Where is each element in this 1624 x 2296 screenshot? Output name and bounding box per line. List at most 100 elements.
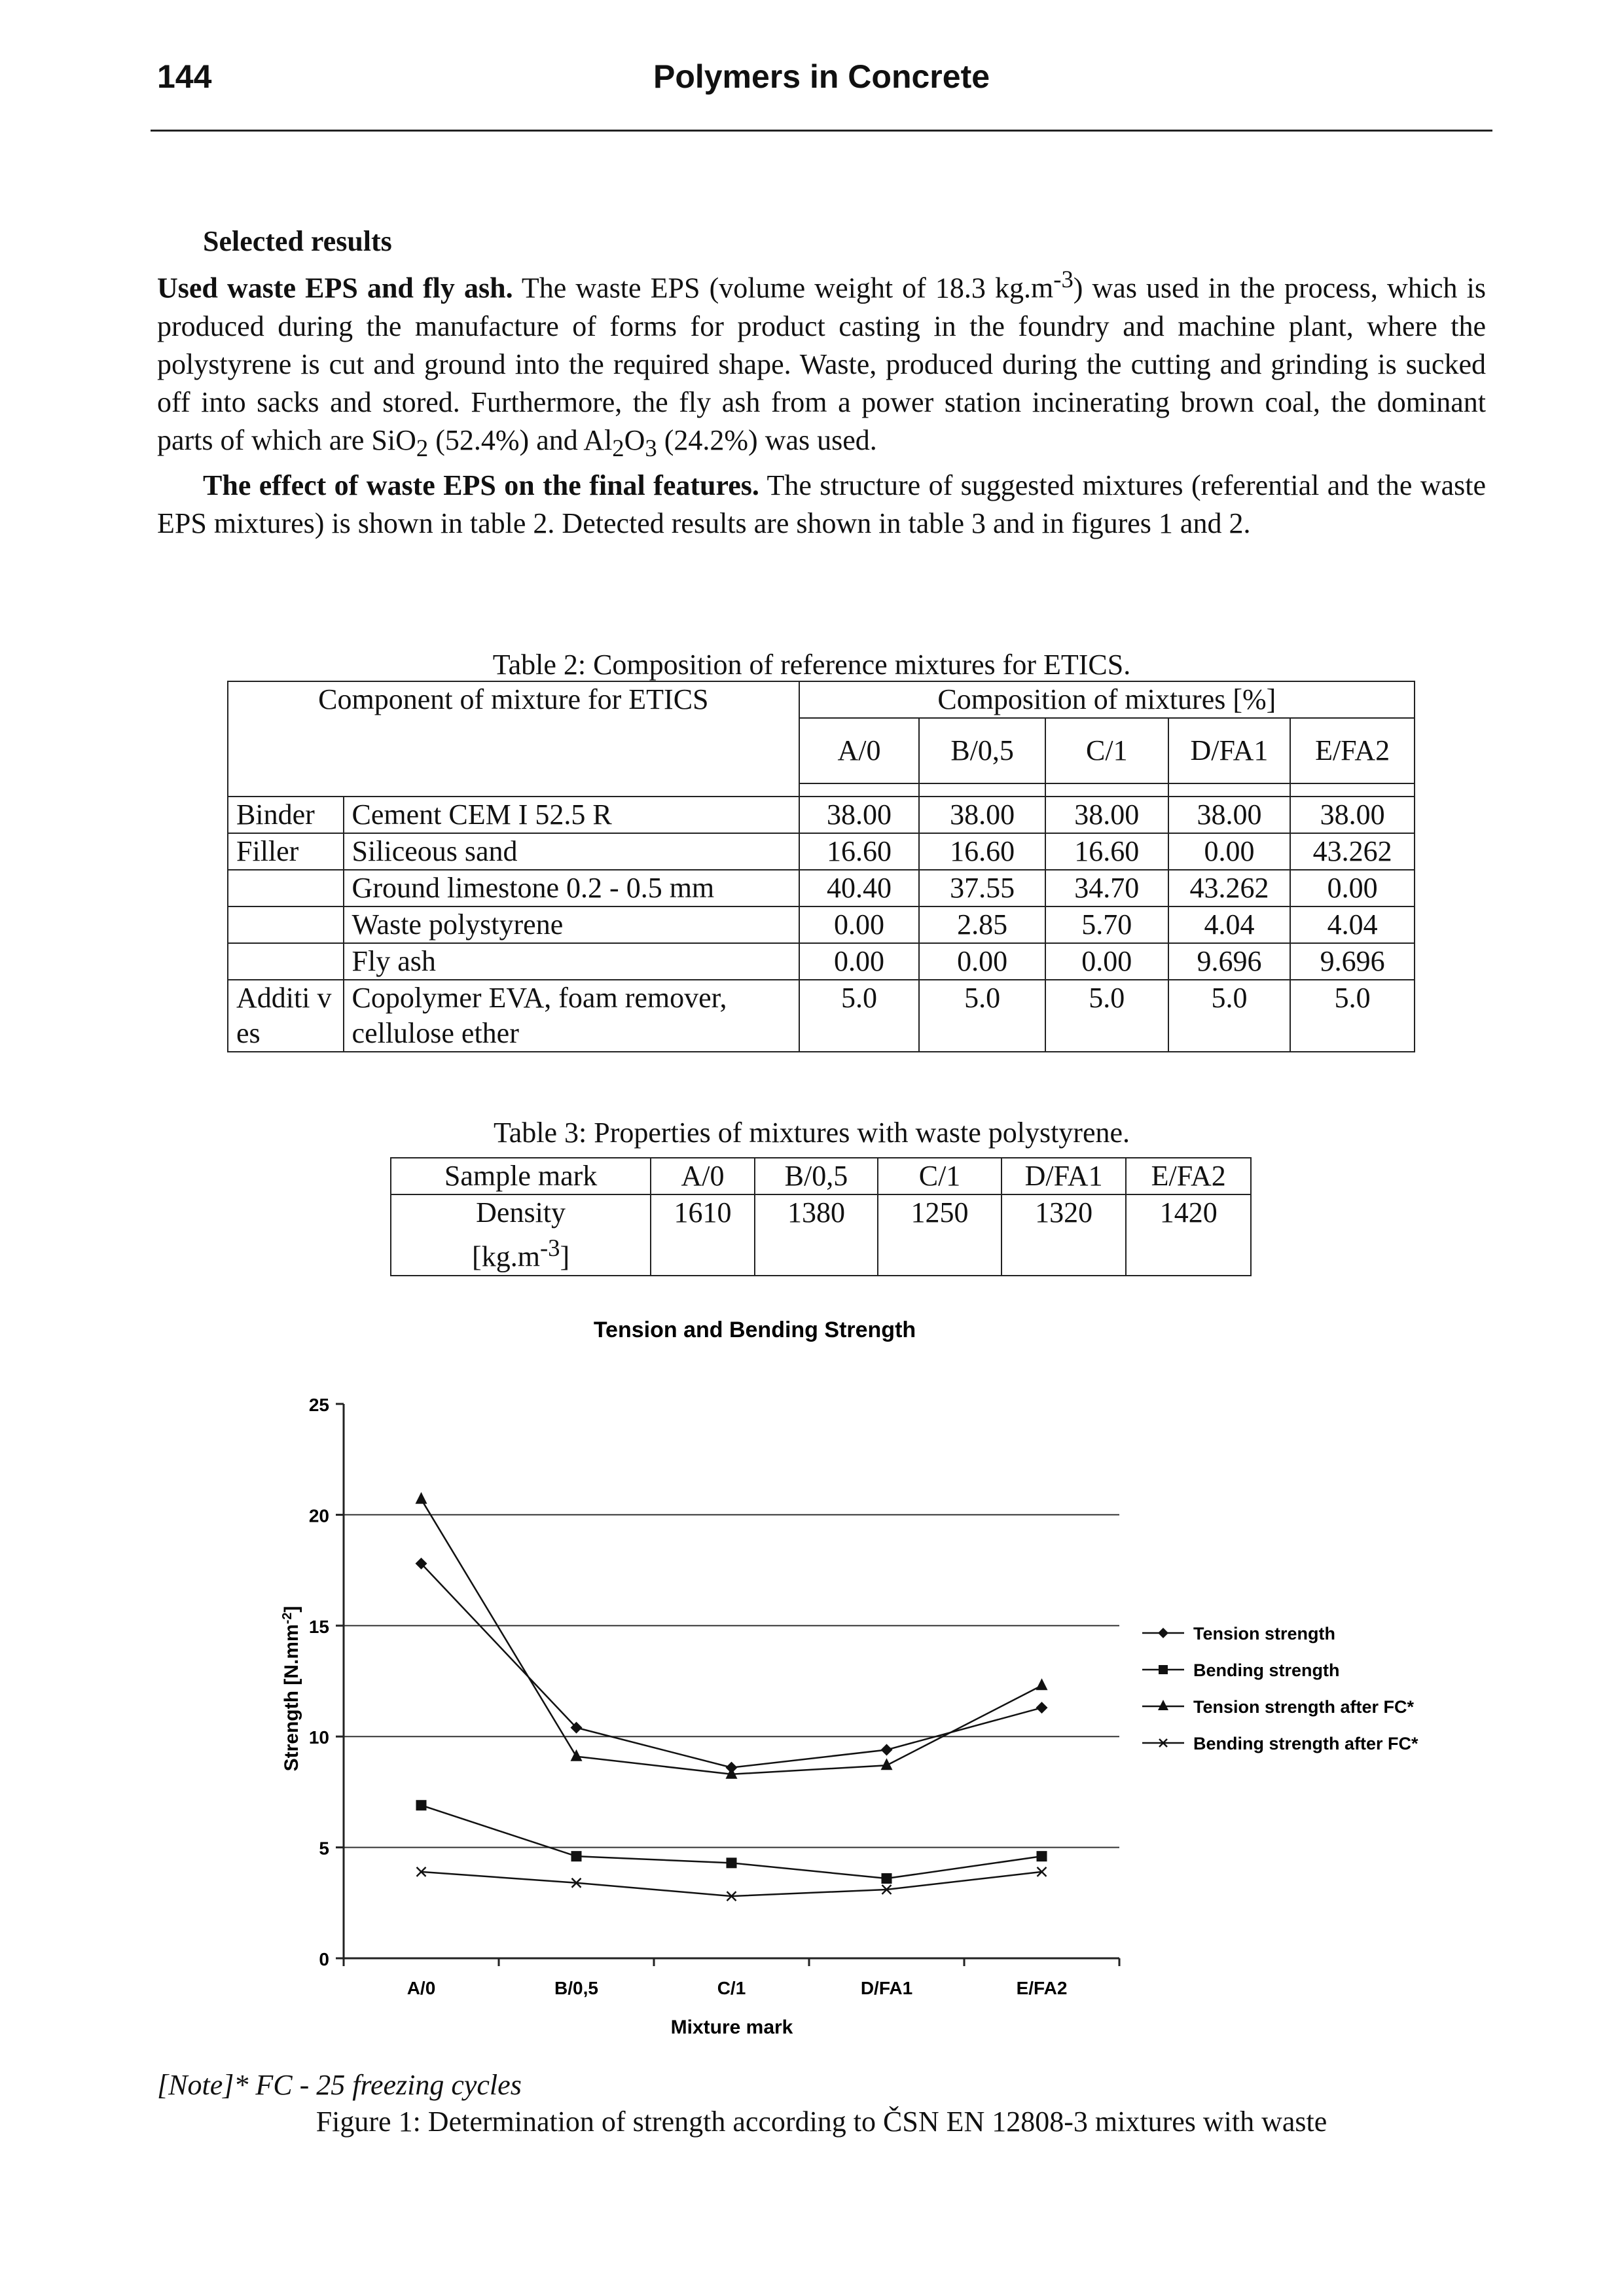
table-row: Binder Cement CEM I 52.5 R 38.00 38.00 3… xyxy=(227,796,1415,834)
legend-label: Tension strength xyxy=(1193,1624,1335,1643)
table-cell: 38.00 xyxy=(1290,796,1415,834)
spacer-cell xyxy=(227,783,800,797)
unit-label: [kg.m xyxy=(472,1240,540,1273)
paragraph-lead: The effect of waste EPS on the final fea… xyxy=(203,469,759,502)
table-cell: 0.00 xyxy=(798,942,920,980)
composition-table: Component of mixture for ETICS Compositi… xyxy=(227,681,1416,1052)
column-header: A/0 xyxy=(798,717,920,784)
column-header: A/0 xyxy=(650,1157,755,1195)
square-marker xyxy=(1159,1665,1168,1674)
row-label-density: Density [kg.m-3] xyxy=(389,1194,652,1276)
superscript: -3 xyxy=(539,1234,560,1261)
table-cell: 34.70 xyxy=(1044,869,1169,907)
header-sample-mark: Sample mark xyxy=(389,1157,652,1195)
diamond-marker xyxy=(1158,1628,1168,1638)
table-cell: 5.0 xyxy=(918,979,1046,1052)
triangle-marker xyxy=(415,1492,427,1504)
diamond-marker xyxy=(415,1557,427,1570)
square-marker xyxy=(726,1857,737,1869)
square-marker xyxy=(416,1800,427,1811)
series-diamond xyxy=(415,1557,1048,1774)
y-tick-label: 15 xyxy=(309,1617,329,1637)
y-tick-label: 20 xyxy=(309,1505,329,1526)
x-axis-label: Mixture mark xyxy=(671,2017,793,2038)
body-text: Selected results Used waste EPS and fly … xyxy=(157,223,1486,543)
chart-grid xyxy=(344,1514,1119,1848)
table-cell: 0.00 xyxy=(1044,942,1169,980)
table-row: Additi ves Copolymer EVA, foam remover, … xyxy=(227,979,1415,1052)
properties-table: Sample mark A/0 B/0,5 C/1 D/FA1 E/FA2 De… xyxy=(389,1157,1252,1276)
cross-marker xyxy=(881,1884,892,1895)
table-cell: 0.00 xyxy=(918,942,1046,980)
subscript: 2 xyxy=(416,434,429,461)
table-cell: 16.60 xyxy=(918,833,1046,870)
table-cell: 4.04 xyxy=(1167,906,1291,944)
unit-label: ] xyxy=(560,1240,570,1273)
column-header: E/FA2 xyxy=(1290,717,1415,784)
diamond-marker xyxy=(570,1721,583,1734)
triangle-marker xyxy=(570,1749,583,1761)
table-header-row: A/0 B/0,5 C/1 D/FA1 E/FA2 xyxy=(228,717,1415,784)
table-cell: 0.00 xyxy=(798,906,920,944)
figure-caption: Figure 1: Determination of strength acco… xyxy=(316,2106,1327,2138)
triangle-marker xyxy=(1158,1700,1168,1710)
table-cell: 16.60 xyxy=(1044,833,1169,870)
table-cell: 1250 xyxy=(877,1194,1002,1276)
figure-note: [Note]* FC - 25 freezing cycles xyxy=(157,2069,522,2101)
column-header: B/0,5 xyxy=(753,1157,879,1195)
spacer-cell xyxy=(1167,783,1291,797)
cross-stroke xyxy=(416,1866,427,1877)
row-group: Additi ves xyxy=(227,979,344,1052)
paragraph-lead: Used waste EPS and fly ash. xyxy=(157,272,513,304)
table-row: Waste polystyrene 0.00 2.85 5.70 4.04 4.… xyxy=(227,906,1415,944)
paragraph-waste-eps: Used waste EPS and fly ash. The waste EP… xyxy=(157,260,1486,467)
table-cell: 5.0 xyxy=(1167,979,1291,1052)
table-cell: 1420 xyxy=(1125,1194,1252,1276)
column-header: D/FA1 xyxy=(1000,1157,1127,1195)
table-cell: 0.00 xyxy=(1290,869,1415,907)
table-cell: 37.55 xyxy=(918,869,1046,907)
subscript: 2 xyxy=(612,434,624,461)
table-cell: 5.0 xyxy=(1290,979,1415,1052)
table-cell: 43.262 xyxy=(1167,869,1291,907)
row-component: Cement CEM I 52.5 R xyxy=(342,796,800,834)
table-row: Filler Siliceous sand 16.60 16.60 16.60 … xyxy=(227,833,1415,870)
table-cell: 9.696 xyxy=(1167,942,1291,980)
triangle-marker xyxy=(880,1758,893,1770)
cross-stroke xyxy=(1159,1738,1168,1748)
cross-stroke xyxy=(571,1877,582,1888)
x-tick-label: B/0,5 xyxy=(554,1978,598,1998)
spacer-cell xyxy=(1044,783,1169,797)
square-marker xyxy=(881,1873,892,1884)
table-spacer-row xyxy=(227,783,1415,797)
legend-label: Bending strength xyxy=(1193,1660,1340,1680)
table2-caption: Table 2: Composition of reference mixtur… xyxy=(492,649,1131,681)
row-group xyxy=(227,869,344,907)
cross-marker xyxy=(726,1891,737,1902)
table-header-row: Sample mark A/0 B/0,5 C/1 D/FA1 E/FA2 xyxy=(389,1157,1252,1195)
legend-label: Tension strength after FC* xyxy=(1193,1697,1415,1717)
row-group xyxy=(227,942,344,980)
table-cell: 40.40 xyxy=(798,869,920,907)
page-header: 144 Polymers in Concrete xyxy=(157,58,1486,110)
section-heading: Selected results xyxy=(203,225,392,257)
y-tick-label: 10 xyxy=(309,1727,329,1748)
table-cell: 38.00 xyxy=(1044,796,1169,834)
series-line xyxy=(420,1499,1043,1776)
table-cell: 38.00 xyxy=(1167,796,1291,834)
cross-marker xyxy=(1159,1738,1168,1748)
cross-marker xyxy=(571,1877,582,1888)
table-cell: 1380 xyxy=(753,1194,879,1276)
row-component: Siliceous sand xyxy=(342,833,800,870)
y-axis-label-text: Strength [N.mm xyxy=(281,1624,302,1771)
page-number: 144 xyxy=(157,58,212,95)
y-tick-label: 5 xyxy=(319,1839,329,1859)
table-cell: 43.262 xyxy=(1290,833,1415,870)
table-cell: 0.00 xyxy=(1167,833,1291,870)
y-axis-label: Strength [N.mm-2] xyxy=(280,1606,302,1772)
column-header: D/FA1 xyxy=(1167,717,1291,784)
triangle-marker xyxy=(1036,1678,1048,1691)
paragraph-text: The structure of suggested mixtures (ref… xyxy=(157,469,1486,540)
paragraph-text: The waste EPS (volume weight of 18.3 kg.… xyxy=(513,272,1054,304)
